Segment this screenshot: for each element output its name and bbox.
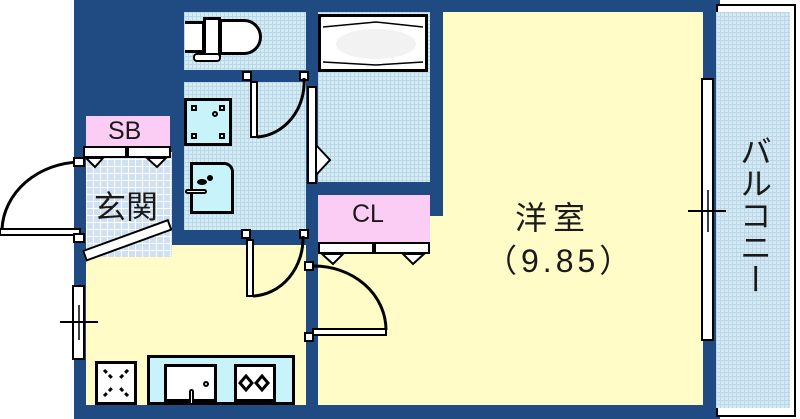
sink-icon (164, 364, 217, 403)
closet-door-left[interactable] (318, 242, 374, 254)
western-room (443, 12, 703, 216)
western-room-size: （9.85） (485, 243, 636, 279)
balcony-label: バルコニー (736, 135, 772, 295)
shoe-box-label: SB (108, 117, 142, 145)
kitchen-counter (147, 355, 295, 405)
bathtub-icon (318, 14, 428, 72)
closet-label: CL (352, 200, 384, 228)
wash-basin-icon (185, 162, 234, 214)
balcony (716, 12, 790, 408)
western-room-label: 洋室 (515, 200, 592, 236)
closet (318, 195, 430, 243)
entrance-label: 玄関 (94, 189, 159, 225)
shoe-box (86, 116, 170, 146)
gas-stove-icon (234, 364, 276, 402)
toilet-icon[interactable] (185, 17, 262, 62)
refrigerator-space-icon (95, 361, 137, 405)
washing-machine-pan-icon (184, 98, 232, 146)
